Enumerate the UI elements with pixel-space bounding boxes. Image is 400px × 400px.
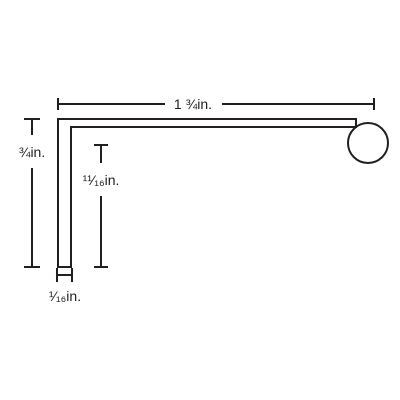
thickness-label: ¹⁄₁₆in.: [49, 288, 81, 304]
inner-height-dimension: ¹¹⁄₁₆in.: [83, 144, 120, 268]
height-dimension: ¾in.: [19, 118, 45, 268]
width-label: 1 ¾in.: [174, 96, 212, 112]
height-label: ¾in.: [19, 144, 45, 160]
profile-outline: [57, 118, 357, 268]
thickness-dimension: ¹⁄₁₆in.: [49, 268, 81, 304]
inner-height-label: ¹¹⁄₁₆in.: [83, 172, 120, 188]
rolled-end-bead: [347, 122, 389, 164]
width-dimension: 1 ¾in.: [57, 96, 375, 112]
